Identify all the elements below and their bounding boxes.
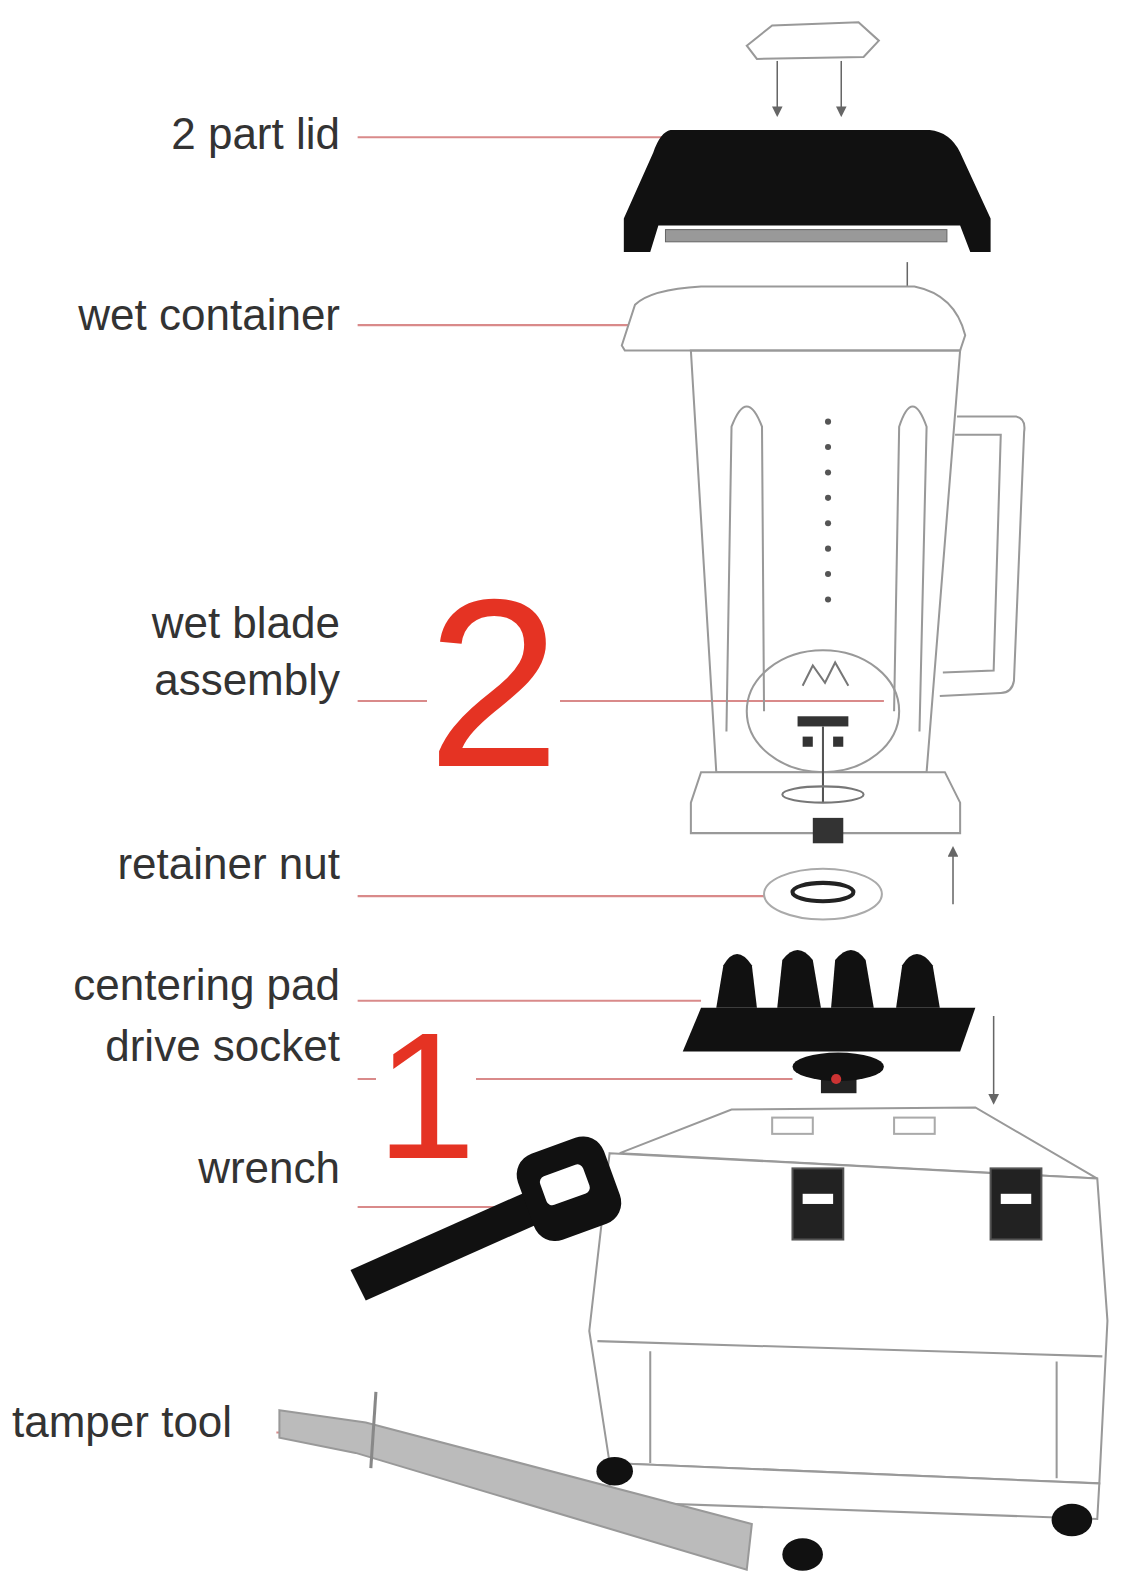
part-label: tamper tool: [12, 1397, 232, 1448]
centering-pad: [683, 950, 994, 1099]
part-label: wet blade assembly: [80, 594, 340, 708]
callout-number: 1: [376, 1006, 476, 1186]
part-label: 2 part lid: [171, 109, 340, 160]
tamper-tool: [279, 1392, 751, 1570]
part-label: wet container: [78, 290, 340, 341]
part-label: wrench: [198, 1143, 340, 1194]
retainer-nut: [764, 851, 953, 919]
lid-plug: [747, 22, 879, 111]
part-label: centering pad: [73, 960, 340, 1011]
part-label: drive socket: [105, 1021, 340, 1072]
lid: [624, 130, 991, 307]
callout-number: 2: [427, 563, 560, 803]
container: [622, 287, 1025, 844]
part-label: retainer nut: [117, 839, 340, 890]
drive-socket: [792, 1053, 883, 1094]
